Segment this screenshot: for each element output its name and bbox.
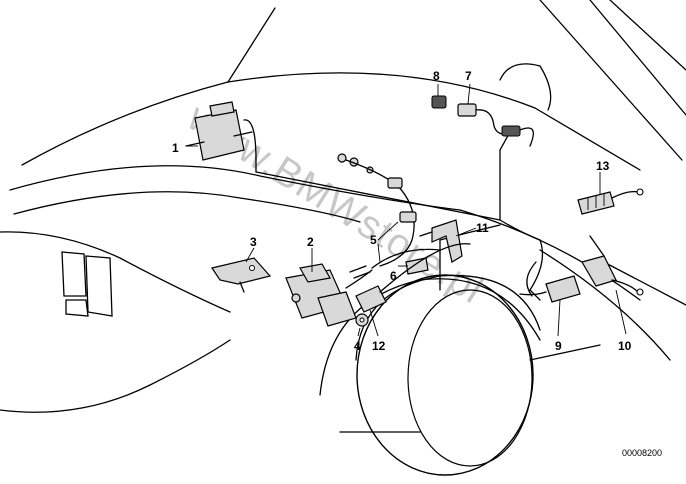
kidney-grille: [61, 251, 113, 317]
callout-5: 5: [370, 233, 377, 247]
part-10-bracket: [581, 235, 644, 296]
callout-leaders: [186, 83, 627, 337]
callout-11: 11: [476, 221, 489, 235]
callout-4: 4: [354, 339, 361, 353]
part-12-sensor: [355, 243, 471, 313]
wiring-harness: [255, 131, 544, 301]
part-2-actuator: [285, 263, 373, 327]
callout-6: 6: [390, 269, 397, 283]
callout-12: 12: [372, 339, 386, 353]
callout-8: 8: [433, 69, 440, 83]
part-8-connector: [431, 95, 447, 109]
callout-3: 3: [250, 235, 257, 249]
part-11-bracket: [419, 219, 463, 263]
part-1-control-module: [185, 101, 257, 173]
part-4-grommet: [355, 313, 369, 327]
part-5-cable: [337, 153, 417, 267]
drawing-code: 00008200: [622, 448, 662, 458]
callout-13: 13: [596, 159, 610, 173]
callout-10: 10: [618, 339, 632, 353]
car-body-outline: [0, 0, 686, 433]
callout-7: 7: [465, 69, 472, 83]
part-7-connector-cable: [457, 103, 534, 147]
part-13-plug: [577, 188, 644, 215]
callout-1: 1: [172, 141, 179, 155]
callout-9: 9: [555, 339, 562, 353]
part-3-bracket: [211, 257, 272, 293]
callout-2: 2: [307, 235, 314, 249]
part-9-connector: [519, 275, 581, 303]
